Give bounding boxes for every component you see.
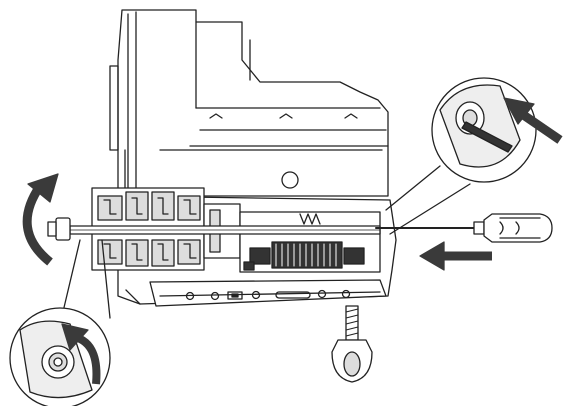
straight-arrow-icon [503, 97, 563, 144]
motor-rotor [239, 211, 381, 273]
screwdriver-icon [375, 213, 553, 243]
drive-shaft [47, 217, 381, 241]
upper-housing [109, 9, 389, 197]
curved-arrow-icon [22, 173, 59, 266]
straight-arrow-icon [419, 241, 492, 271]
adjustable-foot [331, 305, 373, 383]
detail-callout-nut [9, 239, 111, 406]
